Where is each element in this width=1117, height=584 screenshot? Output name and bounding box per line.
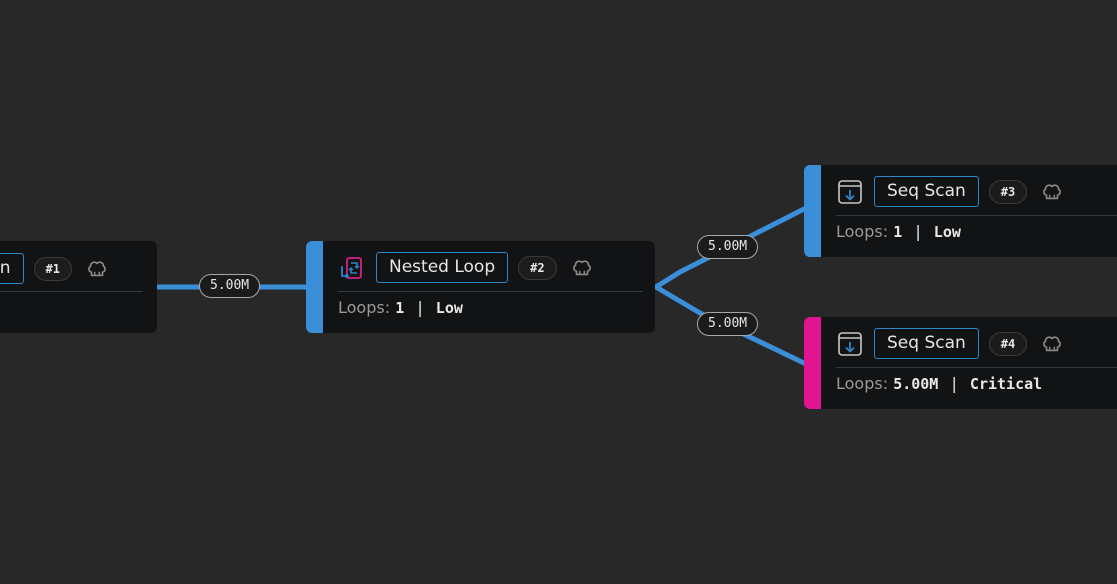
node-operation-label[interactable]: Seq Scan [874,176,979,207]
seq-scan-icon [836,330,864,358]
node-operation-label[interactable]: n [0,253,24,284]
severity-value: Low [435,299,463,317]
stats-separator: | [951,374,957,393]
node-divider [338,291,643,292]
database-icon[interactable] [571,257,593,279]
edge-n2-n3 [653,205,809,290]
plan-node-1[interactable]: n #1 [0,241,157,333]
node-divider [836,367,1117,368]
seq-scan-icon [836,178,864,206]
database-icon[interactable] [1041,181,1063,203]
node-divider [0,291,143,292]
loops-label: Loops: [836,222,889,241]
node-divider [836,215,1117,216]
edge-n2-n4 [653,284,809,367]
stats-separator: | [915,222,921,241]
node-operation-label[interactable]: Seq Scan [874,328,979,359]
plan-node-3[interactable]: Seq Scan #3 Loops: 1 | Low [804,165,1117,257]
plan-node-4[interactable]: Seq Scan #4 Loops: 5.00M | Critical [804,317,1117,409]
loops-value: 1 [893,223,903,241]
node-id-badge: #3 [988,179,1028,204]
severity-value: Critical [969,375,1043,393]
nested-loop-icon [338,254,366,282]
severity-bar [804,317,821,409]
plan-node-2[interactable]: Nested Loop #2 Loops: 1 | Low [306,241,655,333]
node-stats: Loops: 1 | Low [338,298,463,317]
node-stats: Loops: 5.00M | Critical [836,374,1042,393]
database-icon[interactable] [86,258,108,280]
severity-bar [804,165,821,257]
severity-bar [306,241,323,333]
loops-label: Loops: [338,298,391,317]
edge-label-rows: 5.00M [199,274,261,298]
loops-value: 5.00M [893,375,939,393]
edge-label-rows: 5.00M [697,235,759,259]
node-stats: Loops: 1 | Low [836,222,961,241]
node-id-badge: #1 [33,256,72,281]
stats-separator: | [417,298,423,317]
node-id-badge: #2 [518,255,557,280]
severity-value: Low [933,223,961,241]
edge-label-rows: 5.00M [697,312,759,336]
database-icon[interactable] [1041,333,1063,355]
loops-value: 1 [395,299,405,317]
node-id-badge: #4 [988,331,1028,356]
node-operation-label[interactable]: Nested Loop [376,252,509,283]
loops-label: Loops: [836,374,889,393]
